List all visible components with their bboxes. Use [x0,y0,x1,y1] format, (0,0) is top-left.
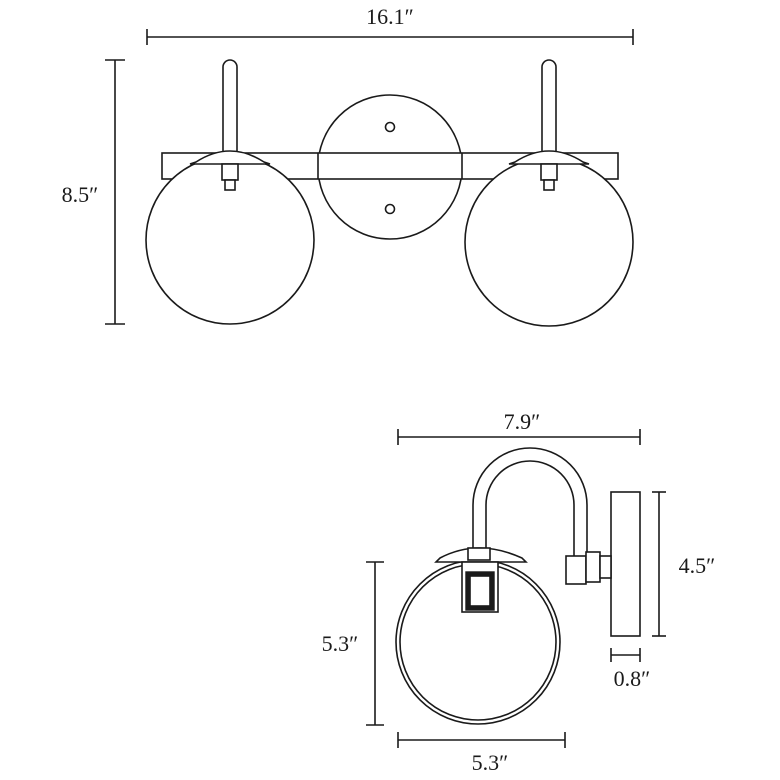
backplate-height-label: 4.5″ [679,553,716,578]
right-stem [541,59,557,161]
left-socket [221,163,239,181]
mounting-screw-bottom [384,203,396,215]
globe-width-dimension: 5.3″ [397,732,566,775]
side-view: 7.9″ 4.5″ 0.8″ 5.3″ 5.3″ [322,409,716,775]
backplate-height-dimension: 4.5″ [652,491,716,637]
backplate-depth-dimension: 0.8″ [610,648,651,691]
mounting-screw-top [384,121,396,133]
right-fitter-cap [508,150,590,165]
arm-connector [565,551,612,585]
left-stem [222,59,238,161]
side-extension-dimension: 7.9″ [397,409,641,445]
right-socket-tip [543,179,555,191]
backplate-depth-label: 0.8″ [614,666,651,691]
side-fitter [434,547,528,613]
side-backplate [610,491,641,637]
globe-height-dimension: 5.3″ [322,561,384,726]
right-socket [540,163,558,181]
left-globe-fixture [145,59,315,325]
right-globe-fixture [464,59,634,327]
front-width-label: 16.1″ [366,4,414,29]
front-height-label: 8.5″ [62,182,99,207]
globe-height-label: 5.3″ [322,631,359,656]
front-width-dimension: 16.1″ [146,4,634,45]
left-fitter-cap [189,150,271,165]
left-socket-tip [224,179,236,191]
side-extension-label: 7.9″ [504,409,541,434]
front-view: 16.1″ 8.5″ [62,4,634,327]
curved-arm [472,447,588,560]
globe-width-label: 5.3″ [472,750,509,775]
front-height-dimension: 8.5″ [62,59,125,325]
